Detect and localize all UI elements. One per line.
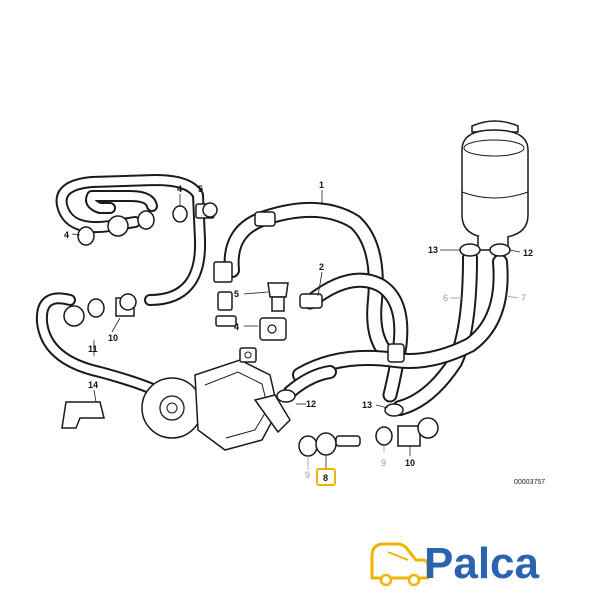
callout-9: 9 — [381, 458, 386, 468]
car-icon — [370, 542, 430, 587]
callouts: 1 2 4 4 4 5 5 6 7 8 9 9 10 10 11 12 12 1… — [64, 180, 545, 486]
leader-lines — [71, 190, 521, 470]
diagram-ref-number: 00003757 — [514, 479, 545, 486]
callout-5: 5 — [234, 289, 239, 299]
callout-6: 6 — [443, 293, 448, 303]
callout-10: 10 — [405, 458, 415, 468]
callout-14: 14 — [88, 380, 98, 390]
callout-5: 5 — [198, 184, 203, 194]
hoses — [35, 174, 509, 416]
fluid-reservoir — [461, 120, 529, 251]
callout-2: 2 — [319, 262, 324, 272]
callout-11: 11 — [88, 344, 98, 354]
callout-4: 4 — [177, 184, 182, 194]
callout-12: 12 — [523, 248, 533, 258]
callout-1: 1 — [319, 180, 324, 190]
callout-7: 7 — [521, 293, 526, 303]
logo-wordmark: Palca — [424, 539, 540, 588]
steering-pump — [141, 347, 291, 451]
bracket — [61, 401, 105, 429]
callout-4: 4 — [64, 230, 69, 240]
callout-13: 13 — [428, 245, 438, 255]
callout-12: 12 — [306, 399, 316, 409]
callout-10: 10 — [108, 333, 118, 343]
fittings — [63, 202, 511, 457]
callout-4: 4 — [234, 322, 239, 332]
callout-8: 8 — [323, 473, 328, 483]
callout-8-highlight — [316, 468, 336, 486]
callout-9: 9 — [305, 470, 310, 480]
callout-13: 13 — [362, 400, 372, 410]
palca-logo: Palca — [370, 539, 540, 588]
